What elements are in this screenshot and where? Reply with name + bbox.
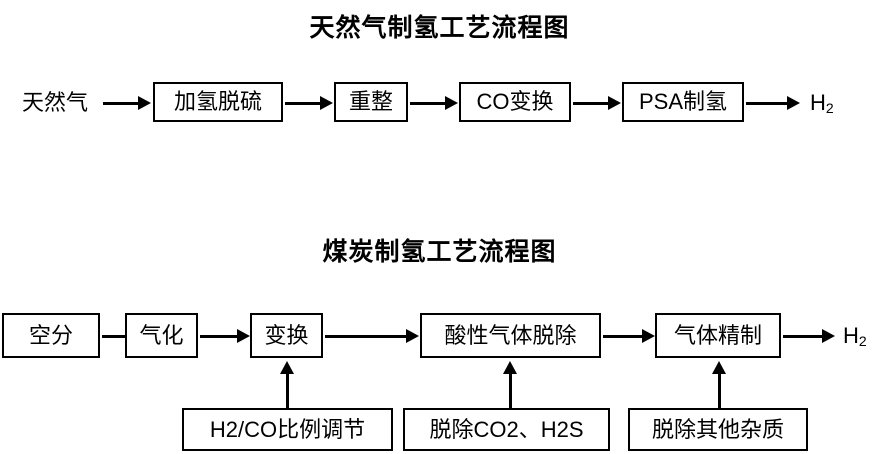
node-psa-hydrogen-label: PSA制氢 bbox=[638, 89, 728, 114]
node-co-shift-label: CO变换 bbox=[476, 89, 554, 114]
node-remove-other-impurities-label: 脱除其他杂质 bbox=[651, 416, 784, 442]
node-shift-conversion-label: 变换 bbox=[264, 322, 309, 348]
node-acid-gas-removal-label: 酸性气体脱除 bbox=[444, 322, 577, 348]
node-acid-gas-removal[interactable]: 酸性气体脱除 bbox=[420, 313, 601, 358]
node-reforming[interactable]: 重整 bbox=[334, 82, 408, 122]
node-remove-co2-h2s-label: 脱除CO2、H2S bbox=[429, 416, 584, 442]
node-co-shift[interactable]: CO变换 bbox=[459, 82, 571, 122]
node-gas-purification[interactable]: 气体精制 bbox=[655, 313, 781, 358]
node-hydrodesulfurization[interactable]: 加氢脱硫 bbox=[153, 82, 283, 122]
node-gasification-label: 气化 bbox=[139, 322, 184, 348]
natural-gas-flowchart-title: 天然气制氢工艺流程图 bbox=[309, 14, 570, 42]
node-air-separation[interactable]: 空分 bbox=[2, 313, 100, 358]
arrow-gas-purification-to-hydrogen-output bbox=[783, 329, 835, 343]
arrow-acid-gas-removal-to-gas-purification bbox=[603, 329, 655, 343]
node-remove-other-impurities[interactable]: 脱除其他杂质 bbox=[628, 408, 808, 451]
arrow-hydrodesulfurization-to-reforming bbox=[285, 96, 333, 110]
hydrogen-symbol: H bbox=[810, 90, 826, 115]
arrow-remove-other-impurities-to-gas-purification bbox=[712, 361, 726, 408]
hydrogen-subscript: 2 bbox=[825, 100, 834, 116]
hydrogen-symbol: H bbox=[843, 323, 859, 348]
node-air-separation-label: 空分 bbox=[28, 322, 73, 348]
arrow-remove-co2-h2s-to-acid-gas-removal bbox=[503, 361, 517, 408]
coal-flowchart-title: 煤炭制氢工艺流程图 bbox=[322, 238, 557, 266]
node-reforming-label: 重整 bbox=[348, 89, 393, 114]
node-hydrodesulfurization-label: 加氢脱硫 bbox=[173, 89, 262, 114]
arrow-h2-co-ratio-to-shift bbox=[280, 361, 294, 408]
node-gas-purification-label: 气体精制 bbox=[673, 322, 762, 348]
arrow-co-shift-to-psa bbox=[573, 96, 621, 110]
arrow-gasification-to-shift bbox=[200, 329, 250, 343]
natural-gas-input-label: 天然气 bbox=[22, 90, 89, 115]
arrow-reforming-to-co-shift bbox=[410, 96, 458, 110]
arrow-input-to-hydrodesulfurization bbox=[103, 96, 151, 110]
node-remove-co2-h2s[interactable]: 脱除CO2、H2S bbox=[403, 408, 610, 451]
hydrogen-subscript: 2 bbox=[858, 333, 867, 349]
arrow-psa-to-hydrogen-output bbox=[746, 96, 800, 110]
node-psa-hydrogen[interactable]: PSA制氢 bbox=[622, 82, 744, 122]
node-shift-conversion[interactable]: 变换 bbox=[250, 313, 323, 358]
node-gasification[interactable]: 气化 bbox=[125, 313, 198, 358]
node-h2-co-ratio[interactable]: H2/CO比例调节 bbox=[182, 408, 393, 451]
node-h2-co-ratio-label: H2/CO比例调节 bbox=[209, 416, 366, 442]
arrow-shift-to-acid-gas-removal bbox=[325, 329, 419, 343]
